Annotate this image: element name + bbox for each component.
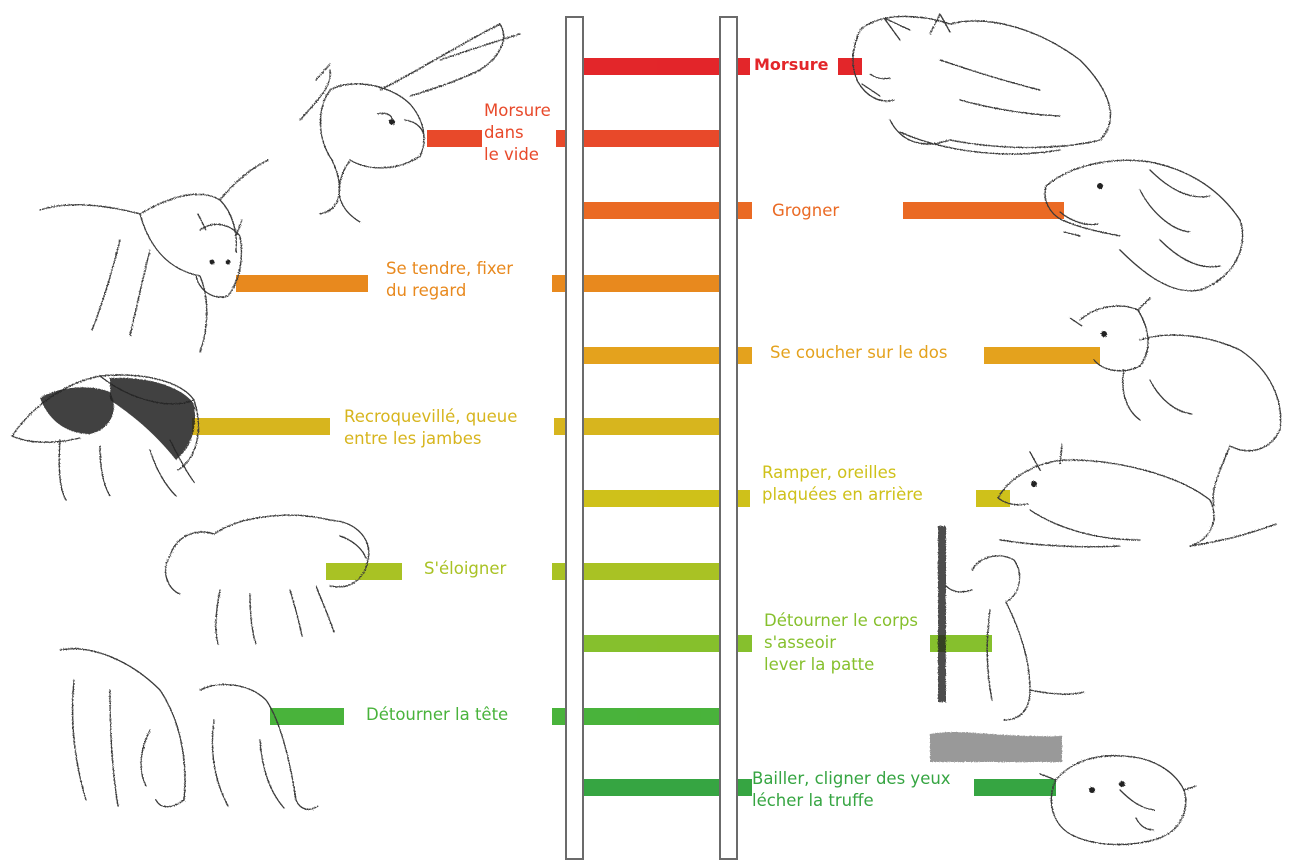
rung-label-11: Bailler, cligner des yeux lécher la truf… <box>752 768 951 812</box>
snarling-wolf-dog-sketch <box>853 14 1110 154</box>
rung-label-9: Détourner le corps s'asseoir lever la pa… <box>764 610 918 676</box>
rung-label-3: Grogner <box>772 200 839 222</box>
rung-label-8: S'éloigner <box>424 558 506 580</box>
connector-bar-10 <box>270 708 344 725</box>
rung-label-10: Détourner la tête <box>366 704 508 726</box>
rung-shade-6 <box>639 418 703 435</box>
rung-label-1: Morsure <box>754 54 828 76</box>
rung-shade-3 <box>657 202 721 219</box>
rung-shade-10 <box>637 708 701 725</box>
crawling-dog-sketch <box>998 444 1276 547</box>
connector-bar-1 <box>838 58 862 75</box>
right-rail <box>720 17 737 859</box>
rung-shade-8 <box>637 563 701 580</box>
rung-label-2: Morsure dans le vide <box>484 100 551 166</box>
left-rail <box>566 17 583 859</box>
cowering-collie-sketch <box>12 375 198 500</box>
dog-rolling-on-back-sketch <box>1070 298 1281 506</box>
two-dogs-turning-heads-sketch <box>60 649 318 810</box>
connector-bar-11 <box>974 779 1056 796</box>
rung-shade-11 <box>657 779 721 796</box>
connector-bar-5 <box>984 347 1100 364</box>
rung-label-5: Se coucher sur le dos <box>770 342 947 364</box>
growling-dog-head-sketch <box>1045 160 1243 291</box>
rung-shade-2 <box>641 130 705 147</box>
dog-licking-nose-sketch <box>1040 756 1196 845</box>
connector-bar-6 <box>192 418 330 435</box>
rung-shade-4 <box>637 275 701 292</box>
rung-label-7: Ramper, oreilles plaquées en arrière <box>762 462 923 506</box>
connector-bar-4 <box>236 275 368 292</box>
connector-bar-2 <box>427 130 482 147</box>
rung-shade-9 <box>657 635 721 652</box>
tense-staring-dog-sketch <box>40 160 268 352</box>
rung-bars <box>192 58 1100 796</box>
rung-shade-7 <box>657 490 721 507</box>
connector-bar-7 <box>976 490 1010 507</box>
rung-shade-1 <box>657 58 721 75</box>
connector-bar-3 <box>903 202 1064 219</box>
rung-label-6: Recroquevillé, queue entre les jambes <box>344 406 517 450</box>
rung-shade-5 <box>657 347 721 364</box>
rung-label-4: Se tendre, fixer du regard <box>386 258 513 302</box>
